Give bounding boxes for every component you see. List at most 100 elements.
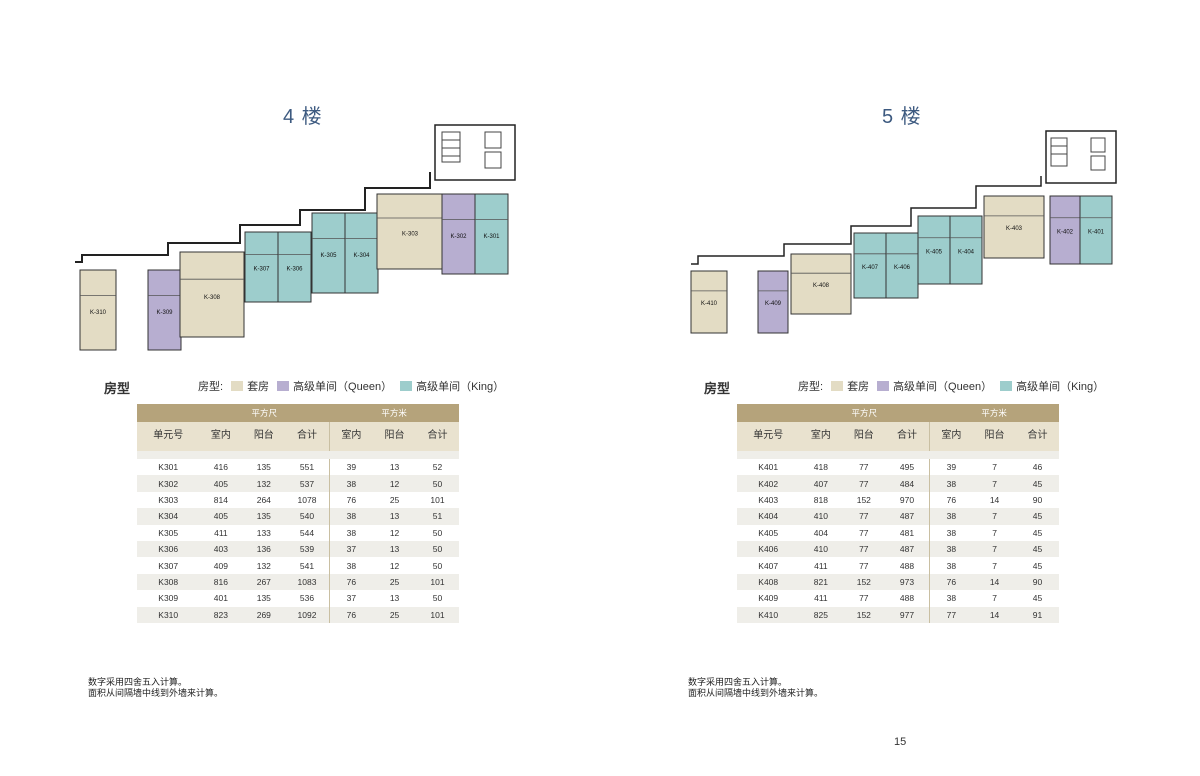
table-cell: 91 bbox=[1016, 606, 1059, 623]
legend-queen-label: 高级单间（Queen） bbox=[893, 381, 993, 393]
table-cell: 77 bbox=[842, 540, 886, 558]
table-cell: 152 bbox=[842, 573, 886, 591]
table-cell: K401 bbox=[737, 459, 800, 476]
legend-suite-label: 套房 bbox=[247, 381, 270, 393]
table-cell: 77 bbox=[842, 475, 886, 492]
floor-4-section-label: 房型 bbox=[104, 381, 131, 396]
table-cell: 152 bbox=[842, 491, 886, 509]
floor-5-title: 5 楼 bbox=[882, 106, 922, 128]
table-cell: 90 bbox=[1016, 573, 1059, 591]
unit-k-309: K-309 bbox=[147, 269, 182, 351]
table-cell: 401 bbox=[199, 590, 243, 607]
table-cell: 484 bbox=[885, 475, 930, 492]
unit-k-401: K-401 bbox=[1079, 195, 1113, 265]
table-cell: 45 bbox=[1016, 557, 1059, 574]
table-cell: 50 bbox=[416, 540, 459, 558]
table-cell: 12 bbox=[373, 524, 417, 541]
unit-k-306: K-306 bbox=[277, 231, 312, 303]
table-cell: K305 bbox=[137, 524, 200, 541]
table-cell: 77 bbox=[842, 508, 886, 525]
unit-k-404: K-404 bbox=[949, 215, 983, 285]
floor-5-section-label: 房型 bbox=[704, 381, 731, 396]
table-cell: 38 bbox=[928, 590, 974, 607]
unit-label: K-410 bbox=[701, 301, 718, 307]
legend-queen-swatch bbox=[877, 381, 890, 391]
legend-king-label: 高级单间（King） bbox=[1016, 381, 1105, 393]
table-cell: 487 bbox=[885, 508, 930, 525]
unit-label: K-405 bbox=[926, 249, 943, 255]
column-header: 合计 bbox=[285, 422, 330, 451]
table-cell: 37 bbox=[328, 590, 374, 607]
unit-k-304: K-304 bbox=[344, 212, 379, 294]
floor-5-notes: 数字采用四舍五入计算。 面积从间隔墙中线到外墙来计算。 bbox=[688, 677, 823, 699]
table-cell: 38 bbox=[328, 524, 374, 541]
table-cell: 135 bbox=[242, 508, 286, 525]
table-cell: 38 bbox=[328, 475, 374, 492]
table-cell: 536 bbox=[285, 590, 330, 607]
table-cell: 823 bbox=[199, 606, 243, 623]
table-cell: 77 bbox=[842, 524, 886, 541]
unit-label: K-303 bbox=[402, 231, 419, 237]
table-cell: 38 bbox=[928, 540, 974, 558]
group-sqm-header: 平方米 bbox=[929, 404, 1059, 422]
table-cell: 13 bbox=[373, 508, 417, 525]
unit-label: K-301 bbox=[483, 234, 500, 240]
table-cell: 418 bbox=[799, 459, 843, 476]
table-cell: K408 bbox=[737, 573, 800, 591]
table-cell: 551 bbox=[285, 459, 330, 476]
table-cell: 45 bbox=[1016, 475, 1059, 492]
table-cell: 407 bbox=[799, 475, 843, 492]
table-cell: 7 bbox=[973, 557, 1017, 574]
table-cell: 540 bbox=[285, 508, 330, 525]
table-cell: 76 bbox=[328, 606, 374, 623]
unit-label: K-404 bbox=[958, 249, 975, 255]
note-rounding: 数字采用四舍五入计算。 bbox=[688, 677, 788, 687]
table-cell: 76 bbox=[328, 573, 374, 591]
table-cell: 403 bbox=[199, 540, 243, 558]
table-cell: 977 bbox=[885, 606, 930, 623]
table-cell: K308 bbox=[137, 573, 200, 591]
unit-k-402: K-402 bbox=[1049, 195, 1081, 265]
unit-label: K-308 bbox=[204, 295, 221, 301]
table-cell: 7 bbox=[973, 475, 1017, 492]
legend-label: 房型: bbox=[198, 381, 224, 393]
table-cell: 39 bbox=[928, 459, 974, 476]
table-cell: 25 bbox=[373, 573, 417, 591]
table-cell: 45 bbox=[1016, 590, 1059, 607]
unit-k-308: K-308 bbox=[179, 251, 245, 338]
table-cell: 38 bbox=[928, 557, 974, 574]
table-cell: 481 bbox=[885, 524, 930, 541]
table-cell: 52 bbox=[416, 459, 459, 476]
table-cell: 14 bbox=[973, 491, 1017, 509]
column-header: 合计 bbox=[885, 422, 930, 451]
legend-king-swatch bbox=[1000, 381, 1013, 391]
table-cell: 410 bbox=[799, 540, 843, 558]
table-cell: 77 bbox=[842, 459, 886, 476]
table-cell: 135 bbox=[242, 459, 286, 476]
table-cell: 537 bbox=[285, 475, 330, 492]
table-cell: 405 bbox=[199, 475, 243, 492]
column-header: 室内 bbox=[328, 422, 374, 451]
table-cell: 404 bbox=[799, 524, 843, 541]
table-cell: 101 bbox=[416, 491, 459, 509]
legend-queen-label: 高级单间（Queen） bbox=[293, 381, 393, 393]
table-cell: K310 bbox=[137, 606, 200, 623]
column-header: 室内 bbox=[199, 422, 243, 451]
table-cell: 51 bbox=[416, 508, 459, 525]
unit-k-310: K-310 bbox=[79, 269, 117, 351]
table-cell: 77 bbox=[842, 557, 886, 574]
